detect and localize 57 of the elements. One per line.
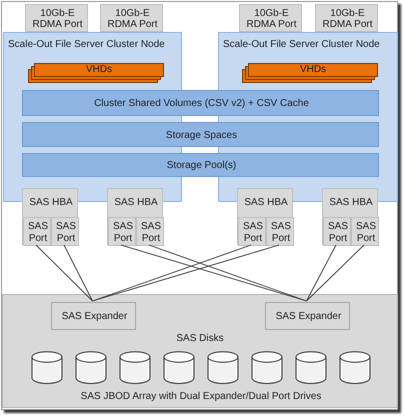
hba-label: SAS HBA [243,196,289,210]
group-label: SAS Disks [175,332,225,346]
vhd-stack [242,63,378,83]
cable-line [306,244,364,302]
hba-label: SAS HBA [28,196,74,210]
port-label: 10Gb-E RDMA Port [31,6,84,32]
hba-card [22,188,78,245]
port-label: SAS Port [270,220,292,246]
hba-card [107,188,163,245]
network-port-block [239,4,302,32]
disk-cylinder-icon [119,351,151,384]
layer-label: Cluster Shared Volumes (CSV v2) + CSV Cache [93,97,310,112]
hba-label: SAS HBA [113,196,159,210]
disk-cylinder-icon [339,351,371,384]
port-label: 10Gb-E RDMA Port [321,6,374,32]
cable-line [306,244,336,302]
disk-cylinder-icon [295,351,327,384]
stack-label: VHDs [298,63,328,77]
node-title: Scale-Out File Server Cluster Node [223,38,381,52]
network-port-block [25,4,88,32]
jbod-enclosure [2,294,398,408]
storage-layer-band [22,122,379,147]
layer-label: Storage Pool(s) [166,159,238,174]
disk-cylinder-icon [251,351,283,384]
port-label: SAS Port [140,220,162,246]
hba-card [322,188,378,245]
storage-layer-band [22,90,379,116]
network-port-block [100,4,163,32]
stack-label: VHDs [84,63,114,77]
expander-block [265,302,350,330]
vhd-stack [28,63,164,83]
port-label: SAS Port [242,220,264,246]
expander-label: SAS Expander [60,310,128,324]
port-label: SAS Port [26,220,49,246]
cable-line [148,244,307,302]
disk-cylinder-icon [31,351,63,384]
node-title: Scale-Out File Server Cluster Node [8,38,166,52]
disk-cylinder-icon [163,351,195,384]
disk-cylinder-icon [207,351,239,384]
port-label: 10Gb-E RDMA Port [245,6,298,32]
hba-card [237,188,293,245]
expander-label: SAS Expander [274,310,342,324]
port-label: 10Gb-E RDMA Port [106,6,158,32]
port-label: SAS Port [326,220,349,246]
cable-line [36,244,93,302]
port-label: SAS Port [354,220,377,246]
hba-label: SAS HBA [328,196,374,210]
port-label: SAS Port [112,220,134,246]
layer-label: Storage Spaces [164,128,238,143]
disk-cylinder-icon [75,351,107,384]
expander-block [51,302,136,330]
storage-layer-band [22,153,379,177]
enclosure-caption: SAS JBOD Array with Dual Expander/Dual Port Drives [80,390,322,404]
cable-line [120,244,307,302]
network-port-block [315,4,378,32]
port-label: SAS Port [54,220,77,246]
cable-line [64,244,93,302]
